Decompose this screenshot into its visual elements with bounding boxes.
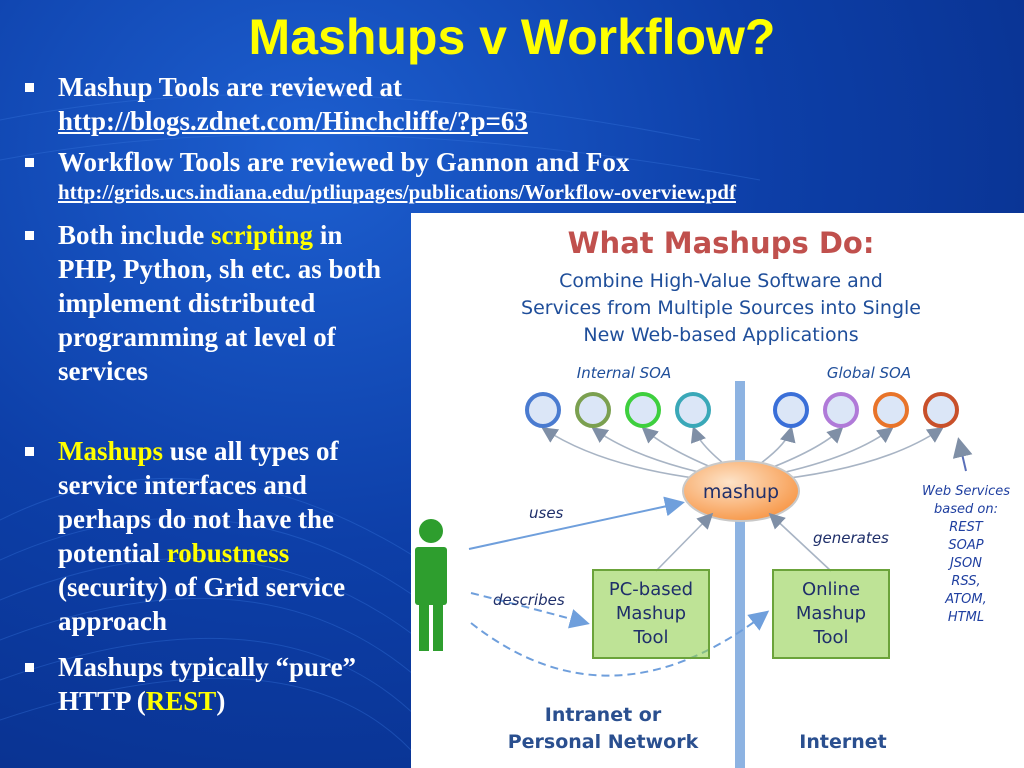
service-node-icon [773,392,809,428]
pc-tool-line1: PC-based [609,579,693,600]
online-tool-line2: Mashup [796,603,866,624]
diagram-canvas: What Mashups Do: Combine High-Value Soft… [415,226,1010,768]
workflow-tools-link[interactable]: http://grids.ucs.indiana.edu/ptliupages/… [58,180,736,204]
web-services-line3: REST [949,520,983,535]
mashups-diagram: What Mashups Do: Combine High-Value Soft… [411,213,1024,768]
bullet-marker [25,158,34,167]
bullet-marker [25,663,34,672]
pc-generates-arrow [655,512,714,572]
highlight-robustness: robustness [166,538,290,568]
mashup-node [682,460,800,522]
bullet-text: Mashup Tools are reviewed at [58,72,403,102]
online-generates-arrow [768,512,832,572]
service-node-icon [525,392,561,428]
web-services-arrow [952,437,973,472]
bullet-text: Mashups typically “pure” HTTP ( [58,652,357,716]
network-divider [735,381,745,768]
web-services-line5: JSON [947,556,982,571]
bullet-mashups-interfaces: Mashups use all types of service interfa… [25,434,403,638]
diagram-subtitle-line1: Combine High-Value Software and [559,270,883,292]
online-tool-line3: Tool [813,627,849,648]
bullet-workflow-tools: Workflow Tools are reviewed by Gannon an… [25,145,1008,205]
diagram-heading: What Mashups Do: [568,226,875,260]
online-tool-line1: Online [802,579,860,600]
service-node-icon [923,392,959,428]
highlight-scripting: scripting [211,220,314,250]
uses-label: uses [529,504,564,522]
bullet-text-cont: in PHP, Python, sh etc. as both implemen… [58,220,382,386]
service-node-icon [823,392,859,428]
service-node-icon [575,392,611,428]
web-services-line1: Web Services [922,484,1010,499]
bullet-text-cont: ) [216,686,226,716]
pc-tool-line2: Mashup [616,603,686,624]
bullet-text: Workflow Tools are reviewed by Gannon an… [58,147,630,177]
bullet-http-rest: Mashups typically “pure” HTTP (REST) [25,650,398,718]
diagram-subtitle-line3: New Web-based Applications [583,324,858,346]
service-node-icon [873,392,909,428]
bullet-marker [25,447,34,456]
web-services-line6: RSS, [951,574,980,589]
highlight-mashups: Mashups [58,436,164,466]
bullet-text: Both include [58,220,212,250]
describes-online-arrow [470,610,770,677]
pc-based-tool-box [592,569,710,659]
service-node-icon [625,392,661,428]
intranet-label-line1: Intranet or [545,704,662,726]
web-services-line8: HTML [948,610,984,625]
bullet-text: use all types of service interfaces and … [58,436,339,568]
global-soa-label: Global SOA [827,364,911,382]
highlight-rest: REST [145,686,217,716]
web-services-line7: ATOM, [944,592,986,607]
uses-arrow [468,496,685,550]
internet-label: Internet [799,731,886,753]
pc-tool-line3: Tool [633,627,669,648]
describes-label: describes [493,591,565,609]
generates-label: generates [813,529,889,547]
bullet-mashup-tools: Mashup Tools are reviewed at http://blog… [25,70,998,138]
bullet-scripting: Both include scripting in PHP, Python, s… [25,218,398,388]
bullet-text-cont: (security) of Grid service approach [58,572,346,636]
slide-title: Mashups v Workflow? [248,9,776,65]
diagram-subtitle-line2: Services from Multiple Sources into Sing… [521,297,921,319]
bullet-marker [25,231,34,240]
web-services-line4: SOAP [948,538,983,553]
intranet-label-line2: Personal Network [508,731,699,753]
person-icon [415,519,447,651]
service-node-icon [675,392,711,428]
bullet-marker [25,83,34,92]
mashup-tools-link[interactable]: http://blogs.zdnet.com/Hinchcliffe/?p=63 [58,106,528,136]
online-tool-box [772,569,890,659]
internal-soa-label: Internal SOA [577,364,671,382]
mashup-label: mashup [703,481,779,503]
web-services-line2: based on: [934,502,998,517]
describes-arrow [470,592,590,629]
